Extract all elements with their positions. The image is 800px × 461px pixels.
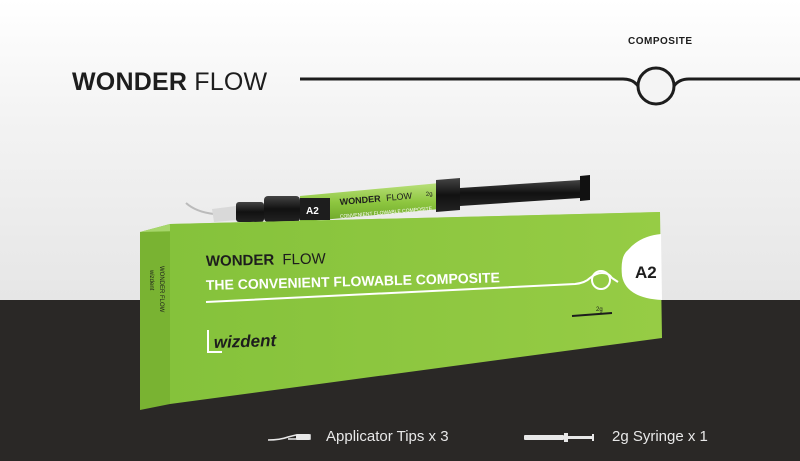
- category-label: COMPOSITE: [628, 36, 693, 47]
- syringe-weight: 2g: [426, 191, 433, 198]
- box-subtitle: THE CONVENIENT FLOWABLE COMPOSITE: [206, 269, 500, 293]
- syringe: A2 WONDER FLOW CONVENIENT FLOWABLE COMPO…: [185, 175, 590, 222]
- syringe-icon: [524, 432, 594, 442]
- box-front: [170, 212, 662, 404]
- box-side-brand: wizdent: [148, 269, 154, 291]
- box-brand: wizdent: [214, 331, 278, 352]
- page-title: WONDER FLOW: [72, 68, 267, 97]
- svg-text:WONDER FLOW: WONDER FLOW: [339, 191, 413, 207]
- title-decor-line: [300, 66, 800, 106]
- box-weight: 2g: [596, 307, 603, 313]
- syringe-shade: A2: [306, 206, 319, 217]
- title-bold: WONDER: [72, 68, 188, 96]
- box-shade-circle: [621, 234, 662, 300]
- syringe-title-light: FLOW: [386, 191, 413, 203]
- box-title-bold: WONDER: [206, 252, 275, 270]
- title-decor-circle: [636, 66, 676, 106]
- contents-syringe: 2g Syringe x 1: [522, 428, 708, 445]
- box-shade: A2: [635, 263, 657, 282]
- applicator-tip-icon: [267, 433, 311, 441]
- box-syringe-mark: [571, 312, 613, 317]
- brand-mark: [207, 330, 222, 353]
- box-side: [140, 224, 170, 410]
- contents-syringe-label: 2g Syringe x 1: [612, 428, 708, 445]
- title-light: FLOW: [194, 68, 268, 96]
- contents-applicator-label: Applicator Tips x 3: [326, 428, 449, 445]
- box-title-light: FLOW: [282, 250, 327, 268]
- box-side-title: WONDER FLOW: [158, 266, 164, 313]
- contents-applicator-tips: Applicator Tips x 3: [266, 428, 449, 445]
- syringe-title-bold: WONDER: [339, 193, 381, 207]
- box-title: WONDER FLOW: [206, 250, 327, 270]
